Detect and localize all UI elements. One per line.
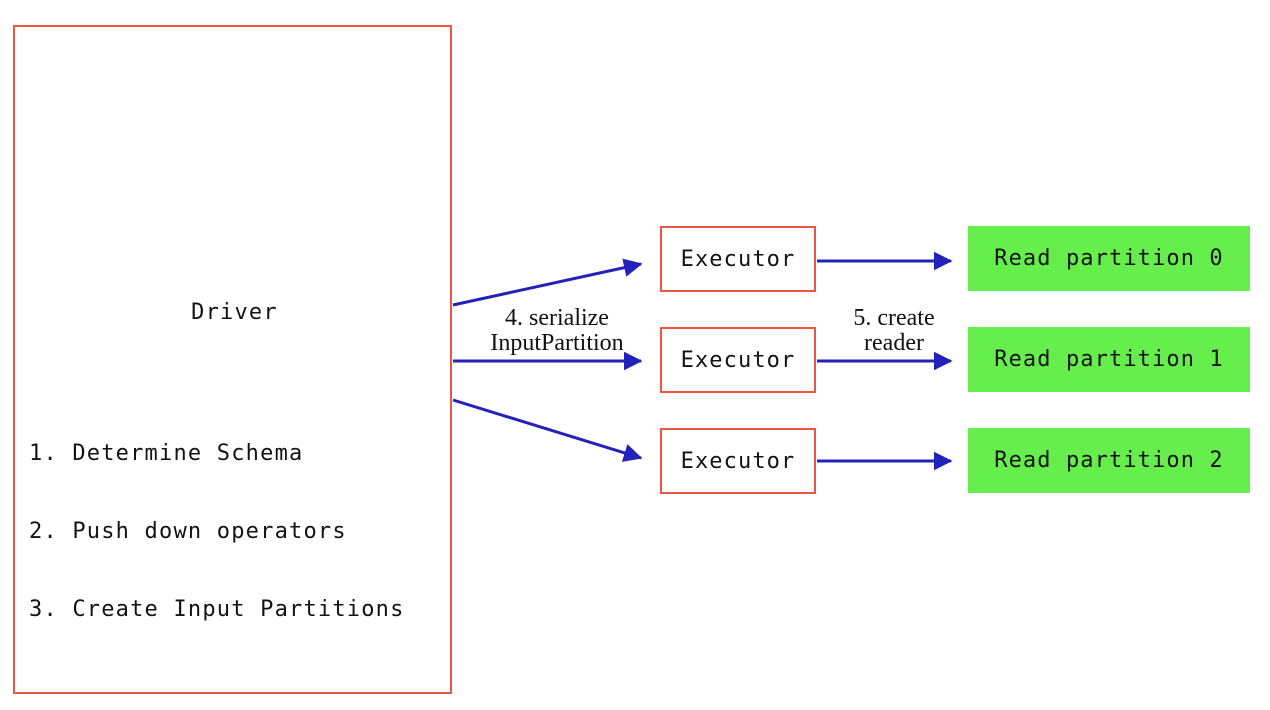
read-partition-box-0: Read partition 0	[968, 226, 1250, 291]
executor-label-1: Executor	[680, 347, 796, 373]
edge-label-serialize: 4. serialize InputPartition	[490, 305, 624, 356]
driver-steps-list: 1. Determine Schema 2. Push down operato…	[29, 389, 405, 675]
executor-label-2: Executor	[680, 448, 796, 474]
executor-label-0: Executor	[680, 246, 796, 272]
driver-step-1: 1. Determine Schema	[29, 441, 304, 466]
executor-box-0: Executor	[660, 226, 816, 292]
read-partition-label-2: Read partition 2	[994, 448, 1224, 473]
driver-title: Driver	[191, 300, 278, 325]
read-partition-box-1: Read partition 1	[968, 327, 1250, 392]
executor-box-1: Executor	[660, 327, 816, 393]
arrow-driver-to-executor-2	[452, 398, 643, 462]
executor-box-2: Executor	[660, 428, 816, 494]
edge-label-create-reader: 5. create reader	[853, 305, 935, 356]
driver-step-3: 3. Create Input Partitions	[29, 597, 405, 622]
driver-step-2: 2. Push down operators	[29, 519, 347, 544]
arrow-driver-to-executor-0	[452, 258, 643, 307]
read-partition-label-0: Read partition 0	[994, 246, 1224, 271]
driver-box: Driver 1. Determine Schema 2. Push down …	[13, 25, 452, 694]
read-partition-box-2: Read partition 2	[968, 428, 1250, 493]
read-partition-label-1: Read partition 1	[994, 347, 1224, 372]
